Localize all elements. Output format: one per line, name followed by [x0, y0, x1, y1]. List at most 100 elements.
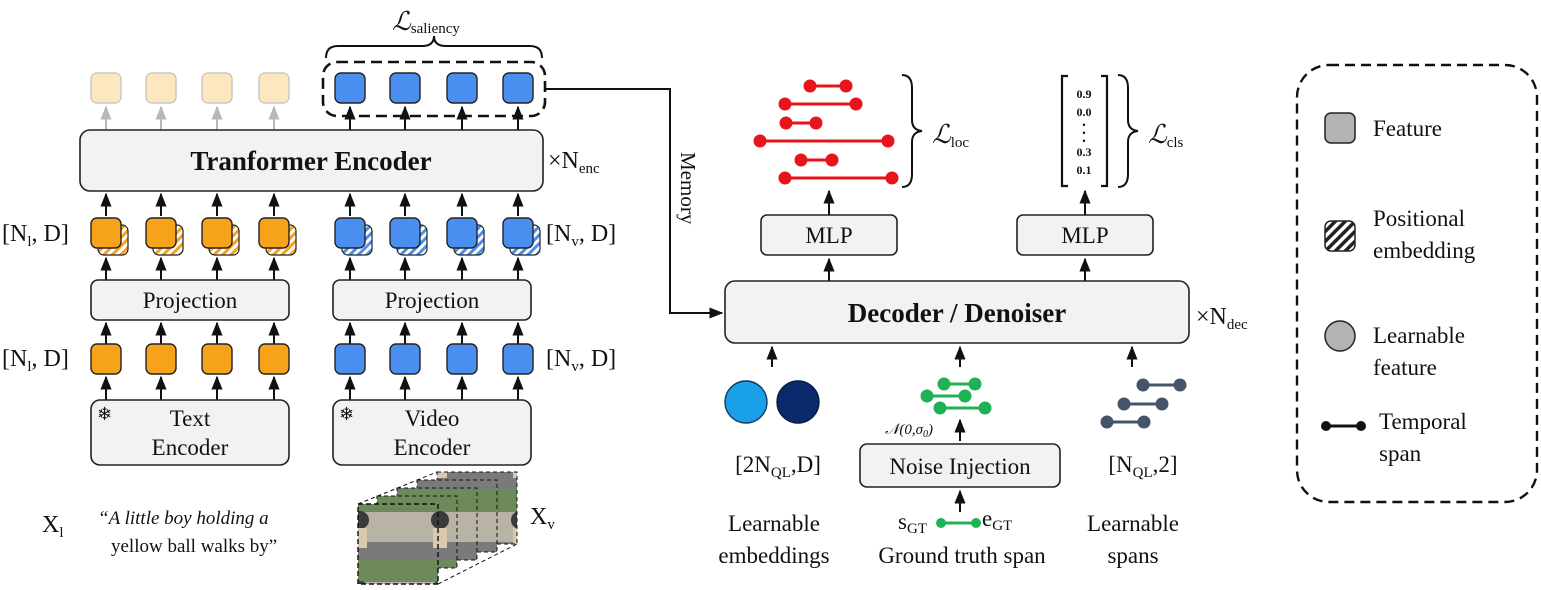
text-encoder-label-line1: Text	[170, 406, 211, 431]
memory-connector	[546, 88, 724, 319]
pale-token	[258, 72, 290, 104]
legend-span-line1: Temporal	[1379, 409, 1467, 434]
video-token	[334, 217, 366, 249]
text-tokens-with-positions	[90, 217, 297, 256]
video-token	[389, 217, 421, 249]
score-vector-right-bracket	[1101, 74, 1109, 188]
predicted-spans	[753, 79, 899, 185]
text-token	[145, 343, 177, 375]
noise-injection-box	[859, 443, 1061, 488]
legend-span-line2: span	[1379, 441, 1422, 466]
cls-loss: ℒcls	[1148, 120, 1184, 151]
text-shape-upper: [Nl, D]	[2, 221, 69, 250]
noise-injection-label: Noise Injection	[889, 454, 1031, 479]
text-shape-lower: [Nl, D]	[2, 346, 69, 375]
embedding-caption-line2: embeddings	[718, 543, 829, 568]
noise-distribution: 𝒩(0,σ0)	[885, 422, 933, 440]
legend-box	[1295, 63, 1539, 504]
query-text-line2: yellow ball walks by”	[111, 536, 277, 557]
video-encoder-label-line2: Encoder	[394, 435, 471, 460]
legend-feature-label: Feature	[1373, 116, 1442, 141]
frozen-icon: ❄	[97, 404, 112, 424]
legend-learnable-line1: Learnable	[1373, 323, 1465, 348]
encoder-repeat-label: ×Nenc	[548, 148, 600, 177]
transformer-encoder-box	[79, 129, 544, 192]
pale-output-tokens	[90, 72, 290, 130]
loc-loss: ℒloc	[932, 120, 969, 151]
video-tokens-with-positions	[334, 217, 541, 256]
video-token	[446, 343, 478, 375]
text-input-variable: Xl	[42, 512, 64, 541]
video-output-token	[446, 72, 478, 104]
decoder-denoiser-box	[724, 280, 1190, 344]
gt-caption: Ground truth span	[878, 543, 1046, 568]
legend-learnable-line2: feature	[1373, 355, 1437, 380]
video-encoder-box	[332, 399, 532, 466]
text-token	[90, 343, 122, 375]
text-token	[201, 343, 233, 375]
ground-truth-span	[936, 518, 981, 528]
loc-brace	[901, 74, 923, 188]
gt-end-label: eGT	[982, 506, 1012, 534]
gt-start-label: sGT	[898, 509, 927, 537]
decoder-denoiser-label: Decoder / Denoiser	[848, 298, 1066, 328]
text-token	[90, 217, 122, 249]
video-shape-lower: [Nv, D]	[546, 346, 616, 375]
mlp-right-label: MLP	[1061, 223, 1108, 248]
video-token	[334, 343, 366, 375]
learnable-embedding-light	[724, 380, 768, 424]
memory-label: Memory	[676, 152, 700, 225]
video-frames-thumbnail	[357, 471, 518, 585]
score-value: 0.1	[1077, 163, 1092, 177]
embedding-caption-line1: Learnable	[728, 511, 820, 536]
pale-token	[201, 72, 233, 104]
text-token	[258, 217, 290, 249]
text-projection-label: Projection	[143, 288, 238, 313]
text-projection-box	[90, 279, 290, 321]
video-output-token	[334, 72, 366, 104]
projection-input-arrows	[100, 321, 524, 344]
encoder-output-arrows	[100, 375, 524, 400]
noisy-gt-spans	[920, 377, 992, 415]
transformer-encoder-label: Tranformer Encoder	[190, 146, 431, 176]
saliency-dashed-box	[321, 60, 547, 118]
query-text-line1: “A little boy holding a	[98, 508, 269, 529]
span-caption-line1: Learnable	[1087, 511, 1179, 536]
score-ellipsis-dot: •	[1082, 136, 1085, 146]
score-ellipsis-dot: •	[1082, 128, 1085, 138]
embedding-shape: [2NQL,D]	[735, 452, 821, 481]
saliency-token-group: ℒsaliency	[321, 7, 547, 130]
learnable-embedding-dark	[776, 380, 820, 424]
score-vector-values: 0.9 0.0 • • • 0.3 0.1	[1077, 87, 1092, 177]
video-output-token	[502, 72, 534, 104]
video-token	[389, 343, 421, 375]
score-value: 0.0	[1077, 105, 1092, 119]
legend-positional-line1: Positional	[1373, 206, 1465, 231]
pale-token	[90, 72, 122, 104]
saliency-loss: ℒsaliency	[392, 7, 460, 37]
pale-token	[145, 72, 177, 104]
saliency-brace	[325, 35, 543, 59]
text-encoder-box	[90, 399, 290, 466]
video-raw-tokens	[334, 343, 534, 375]
text-encoder-label-line2: Encoder	[152, 435, 229, 460]
learnable-spans	[1100, 378, 1187, 429]
legend-positional-icon	[1324, 220, 1356, 252]
text-raw-tokens	[90, 343, 290, 375]
video-shape-upper: [Nv, D]	[546, 221, 616, 250]
score-ellipsis-dot: •	[1082, 120, 1085, 130]
video-input-variable: Xv	[530, 504, 555, 533]
legend-learnable-icon	[1324, 320, 1356, 352]
video-output-token	[389, 72, 421, 104]
video-encoder-label-line1: Video	[405, 406, 460, 431]
video-token	[502, 217, 534, 249]
text-token	[201, 217, 233, 249]
legend-feature-icon	[1324, 112, 1356, 144]
encoder-input-arrows	[100, 192, 524, 216]
frozen-icon: ❄	[339, 404, 354, 424]
mlp-left-label: MLP	[805, 223, 852, 248]
text-token	[145, 217, 177, 249]
projection-output-arrows	[100, 256, 524, 280]
legend-positional-line2: embedding	[1373, 238, 1476, 263]
